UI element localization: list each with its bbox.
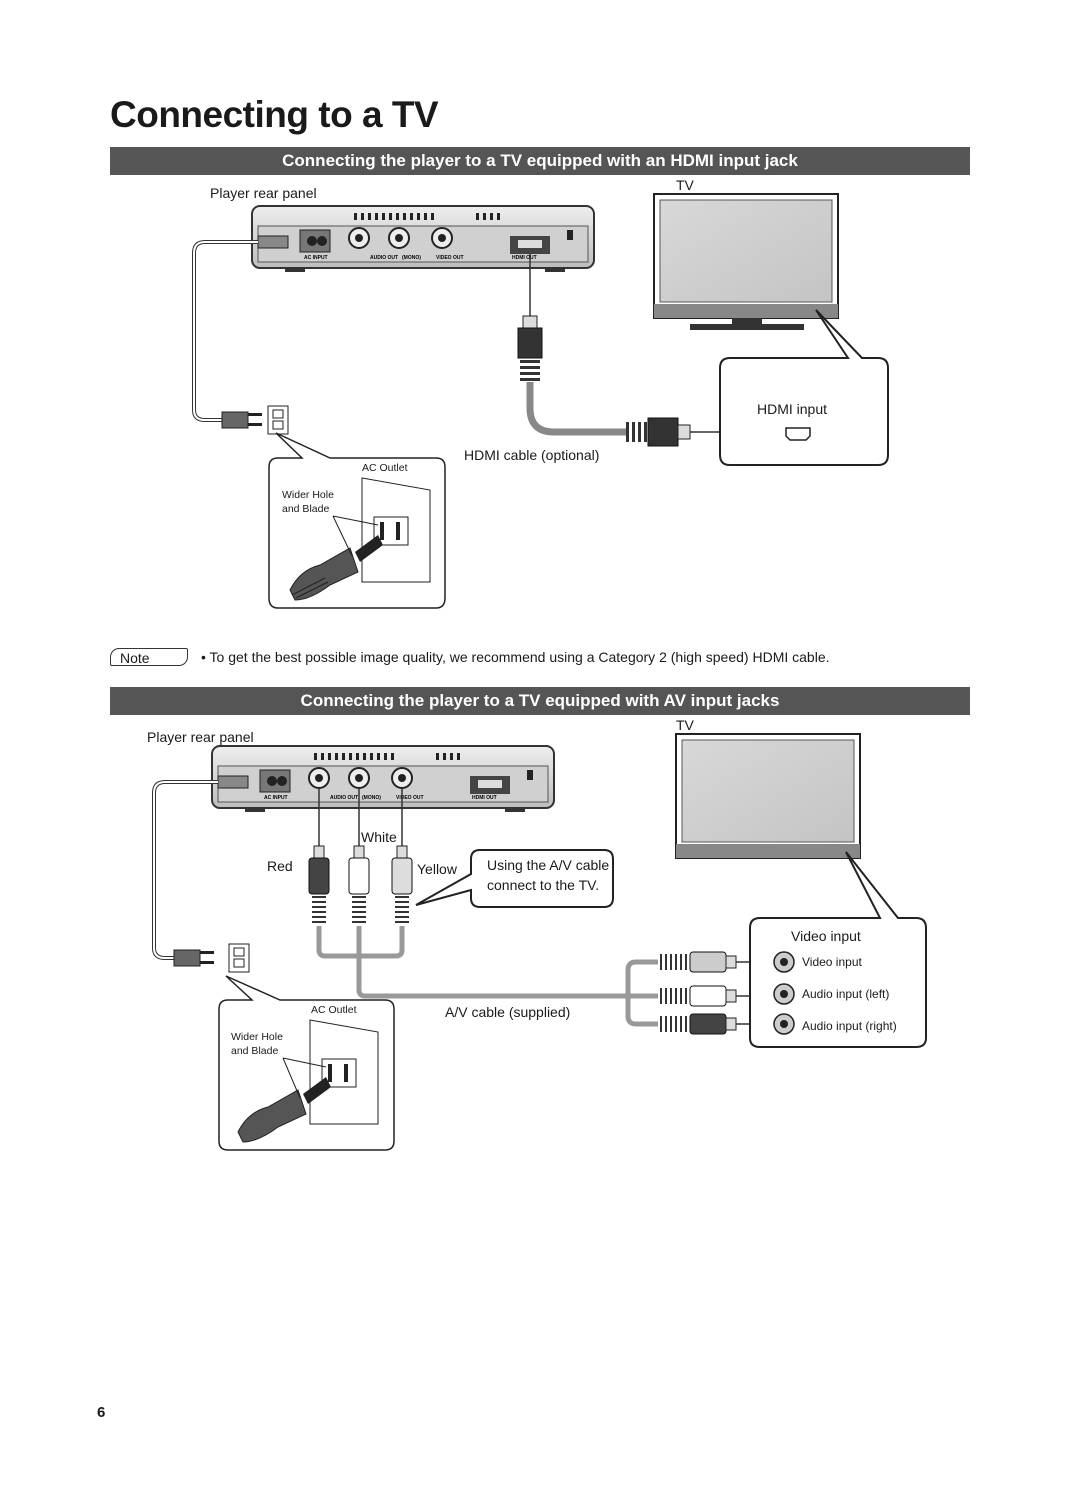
ac-outlet-label-av: AC Outlet bbox=[311, 1004, 357, 1016]
section-heading-av: Connecting the player to a TV equipped w… bbox=[110, 687, 970, 715]
svg-text:AC INPUT: AC INPUT bbox=[264, 795, 288, 801]
svg-text:HDMI OUT: HDMI OUT bbox=[472, 795, 497, 801]
power-cord-hdmi bbox=[192, 235, 289, 435]
ac-outlet-callout-av bbox=[218, 975, 395, 1151]
panel-label-ac-input: AC INPUT bbox=[304, 255, 328, 261]
ac-outlet-callout-hdmi bbox=[268, 432, 446, 609]
tv-hdmi bbox=[653, 193, 839, 330]
panel-label-mono: (MONO) bbox=[402, 255, 421, 261]
svg-text:AUDIO OUT: AUDIO OUT bbox=[330, 795, 358, 801]
svg-text:(MONO): (MONO) bbox=[362, 795, 381, 801]
hdmi-cable-label: HDMI cable (optional) bbox=[464, 447, 600, 463]
panel-label-video-out: VIDEO OUT bbox=[436, 255, 464, 261]
input-audio-left-label: Audio input (left) bbox=[802, 987, 890, 1001]
panel-label-audio-out: AUDIO OUT bbox=[370, 255, 398, 261]
wider-hole-label-av: Wider Hole bbox=[231, 1031, 283, 1043]
page-title: Connecting to a TV bbox=[110, 94, 439, 135]
av-cable-callout bbox=[415, 849, 614, 908]
power-cord-av bbox=[152, 775, 250, 973]
av-cable-label: A/V cable (supplied) bbox=[445, 1004, 571, 1020]
hdmi-input-label: HDMI input bbox=[757, 401, 828, 417]
wider-hole-label-2: and Blade bbox=[282, 503, 330, 515]
wider-hole-label: Wider Hole bbox=[282, 489, 334, 501]
note-text: • To get the best possible image quality… bbox=[201, 649, 830, 665]
ac-outlet-label: AC Outlet bbox=[362, 462, 408, 474]
red-plug-label: Red bbox=[267, 858, 293, 874]
player-rear-panel-label: Player rear panel bbox=[210, 185, 317, 201]
note-label: Note bbox=[110, 648, 188, 666]
wider-hole-label-av-2: and Blade bbox=[231, 1045, 279, 1057]
tv-av bbox=[675, 733, 861, 859]
svg-text:VIDEO OUT: VIDEO OUT bbox=[396, 795, 424, 801]
input-audio-right-label: Audio input (right) bbox=[802, 1019, 897, 1033]
video-input-callout bbox=[749, 851, 927, 1048]
player-rear-panel-label-av: Player rear panel bbox=[147, 729, 254, 745]
tv-label: TV bbox=[676, 177, 694, 193]
hdmi-input-callout bbox=[719, 309, 889, 466]
tv-label-av: TV bbox=[676, 717, 694, 733]
hdmi-cable bbox=[517, 254, 784, 447]
callout-text-1: Using the A/V cable bbox=[487, 857, 610, 873]
av-cable bbox=[308, 788, 772, 1035]
yellow-plug-label: Yellow bbox=[417, 861, 457, 877]
video-input-title: Video input bbox=[791, 928, 861, 944]
callout-text-2: connect to the TV. bbox=[487, 877, 600, 893]
player-rear-panel-hdmi: AC INPUT AUDIO OUT (MONO) VIDEO OUT HDMI… bbox=[251, 205, 595, 272]
white-plug-label: White bbox=[361, 829, 397, 845]
player-rear-panel-av: AC INPUT AUDIO OUT (MONO) VIDEO OUT HDMI… bbox=[211, 745, 555, 812]
page-number: 6 bbox=[97, 1404, 106, 1421]
panel-label-hdmi-out: HDMI OUT bbox=[512, 255, 537, 261]
section-heading-hdmi: Connecting the player to a TV equipped w… bbox=[110, 147, 970, 175]
input-video-label: Video input bbox=[802, 955, 862, 969]
